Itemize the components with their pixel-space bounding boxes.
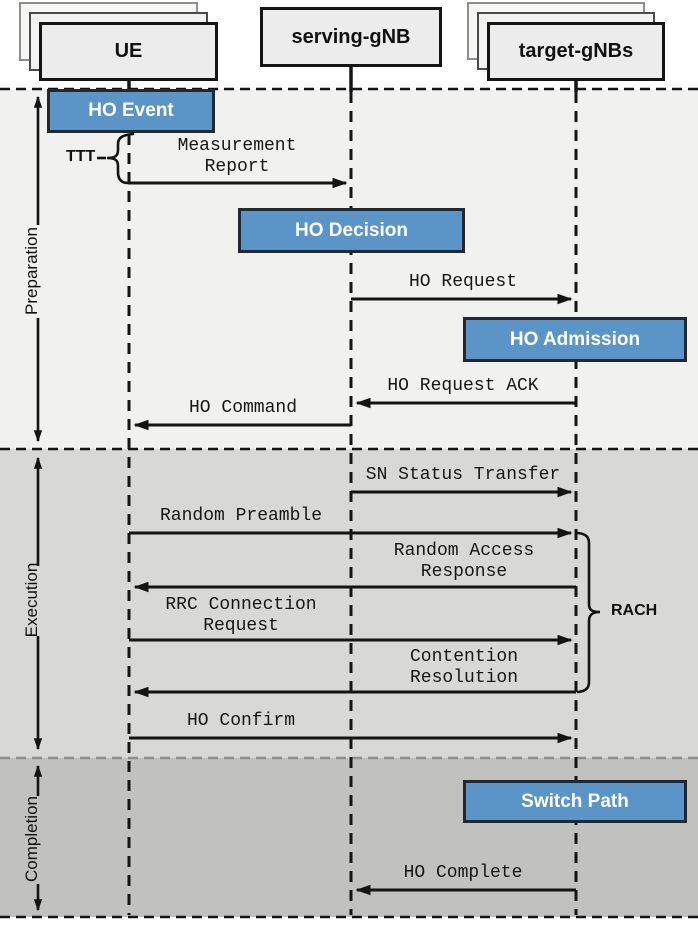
phase-label-execution: Execution [22,562,41,638]
entity-target-gnbs-label: target-gNBs [518,40,634,62]
message-label-ho-confirm: HO Confirm [186,711,296,731]
message-label-random-preamble: Random Preamble [159,506,323,526]
message-label-measurement-report: Measurement Report [177,136,297,177]
rach-label: RACH [611,602,658,619]
action-box-ho-decision: HO Decision [238,208,465,253]
action-box-ho-event: HO Event [47,89,215,133]
entity-serving-gnb: serving-gNB [260,7,442,67]
message-label-random-access-response: Random Access Response [393,541,535,582]
entity-serving-gnb-label: serving-gNB [291,25,411,48]
phase-label-preparation: Preparation [22,227,41,315]
message-label-ho-request-ack: HO Request ACK [387,376,539,396]
ttt-label: TTT [66,148,96,165]
action-box-ho-event-label: HO Event [88,100,174,121]
message-label-ho-command: HO Command [188,398,298,418]
entity-target-gnbs: target-gNBs [487,22,665,81]
action-box-ho-admission: HO Admission [463,317,687,362]
action-box-ho-admission-label: HO Admission [509,328,641,350]
entity-ue-label: UE [114,40,143,62]
rach-bracket [576,531,601,694]
phase-band-execution [0,449,698,758]
ttt-brace [106,132,135,185]
message-label-contention-resolution: Contention Resolution [409,647,519,688]
message-label-ho-complete: HO Complete [403,863,523,883]
action-box-ho-decision-label: HO Decision [295,219,408,241]
entity-ue: UE [39,22,218,81]
message-label-rrc-connection-request: RRC Connection Request [165,595,317,636]
message-label-ho-request: HO Request [408,272,518,292]
phase-label-completion: Completion [22,796,41,882]
phase-band-preparation [0,89,698,449]
message-label-sn-status-transfer: SN Status Transfer [365,465,561,485]
action-box-switch-path: Switch Path [463,780,687,823]
action-box-switch-path-label: Switch Path [521,790,629,812]
